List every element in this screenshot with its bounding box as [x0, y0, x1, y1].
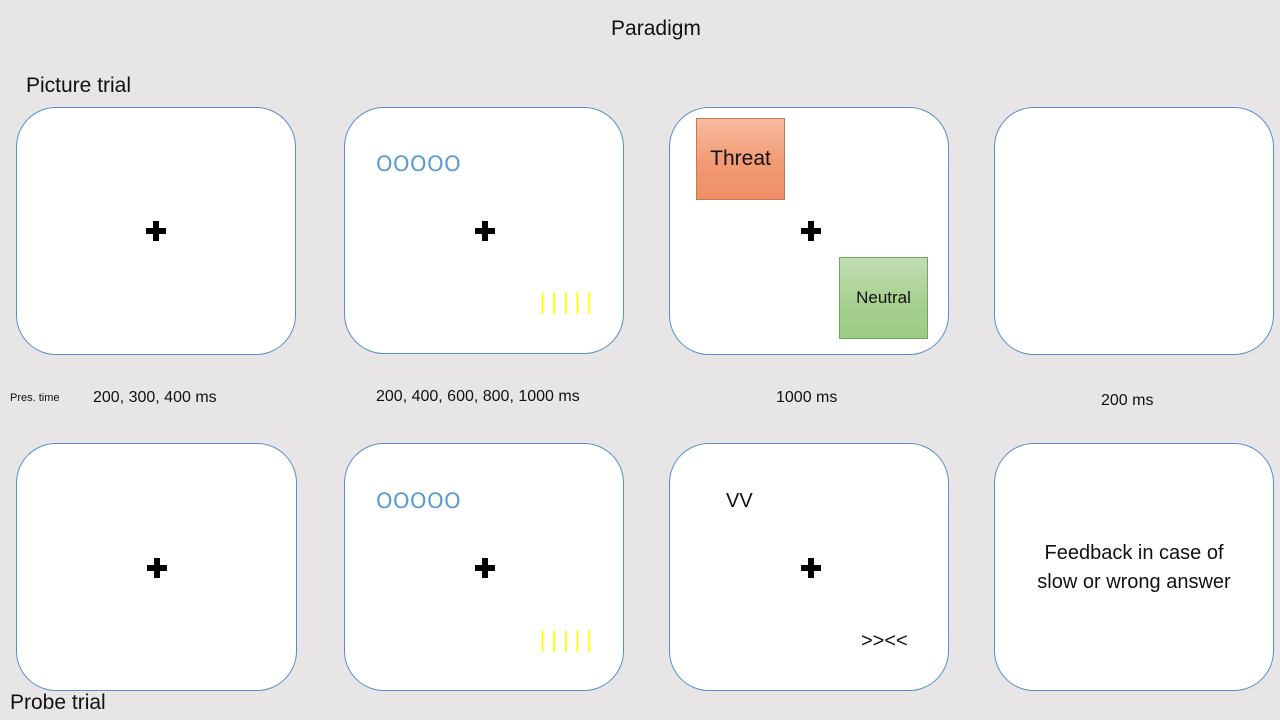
diagram-title: Paradigm — [611, 17, 701, 40]
feedback-text: Feedback in case of slow or wrong answer — [995, 539, 1273, 597]
picture-trial-screen-fixation — [16, 107, 296, 355]
feedback-line-2: slow or wrong answer — [1037, 571, 1231, 593]
probe-trial-screen-cue: OOOOO ||||| — [344, 443, 624, 691]
fixation-cross-icon — [801, 558, 821, 578]
timing-screen-4: 200 ms — [1101, 392, 1154, 409]
bars-cue: ||||| — [539, 290, 598, 314]
timing-screen-2: 200, 400, 600, 800, 1000 ms — [376, 388, 580, 405]
probe-trial-screen-feedback: Feedback in case of slow or wrong answer — [994, 443, 1274, 691]
probe-trial-screen-probe: VV >><< — [669, 443, 949, 691]
fixation-cross-icon — [475, 221, 495, 241]
timing-screen-1: 200, 300, 400 ms — [93, 389, 217, 406]
threat-label: Threat — [710, 147, 771, 170]
neutral-picture: Neutral — [839, 257, 928, 339]
picture-trial-screen-pictures: Threat Neutral — [669, 107, 949, 355]
picture-trial-screen-blank — [994, 107, 1274, 355]
probe-stimulus-arrows: >><< — [861, 630, 908, 652]
probe-stimulus-vv: VV — [726, 490, 753, 512]
fixation-cross-icon — [146, 221, 166, 241]
picture-trial-screen-cue: OOOOO ||||| — [344, 107, 624, 354]
probe-trial-label: Probe trial — [10, 691, 106, 714]
fixation-cross-icon — [475, 558, 495, 578]
threat-picture: Threat — [696, 118, 785, 200]
probe-trial-screen-fixation — [16, 443, 297, 691]
circles-cue: OOOOO — [376, 489, 462, 513]
circles-cue: OOOOO — [376, 152, 462, 176]
feedback-line-1: Feedback in case of — [1044, 542, 1224, 564]
presentation-time-label: Pres. time — [10, 392, 60, 404]
picture-trial-label: Picture trial — [26, 74, 132, 97]
timing-screen-3: 1000 ms — [776, 389, 838, 406]
fixation-cross-icon — [801, 221, 821, 241]
bars-cue: ||||| — [539, 628, 598, 652]
fixation-cross-icon — [147, 558, 167, 578]
neutral-label: Neutral — [856, 288, 911, 307]
